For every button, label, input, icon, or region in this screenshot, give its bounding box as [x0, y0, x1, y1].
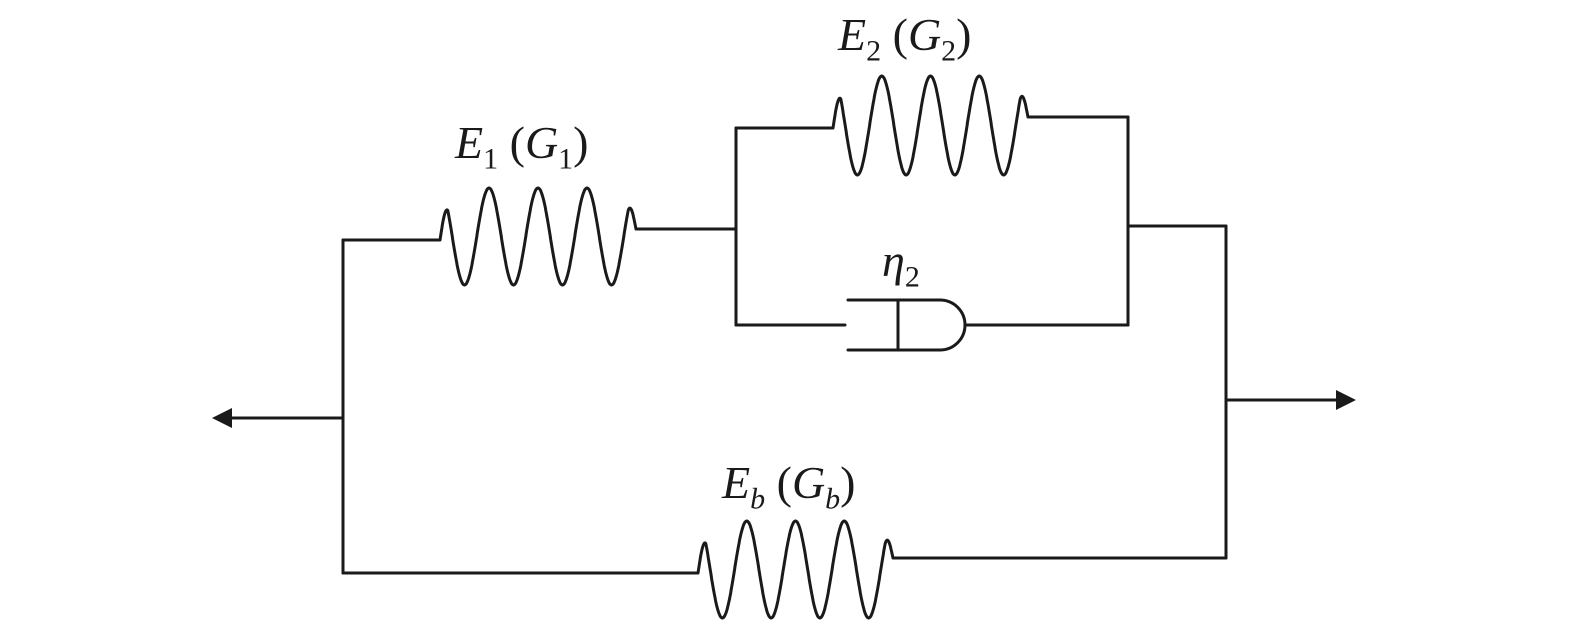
label-eb: Eb (Gb)	[722, 457, 856, 516]
dashpot-cylinder	[846, 298, 967, 352]
left-arrow-head	[212, 408, 232, 428]
label-eta2: η2	[882, 235, 920, 294]
label-e2: E2 (G2)	[838, 9, 972, 68]
label-e1: E1 (G1)	[455, 117, 589, 176]
spring-eb	[696, 519, 895, 620]
spring-e2	[831, 74, 1030, 177]
spring-e1	[438, 186, 638, 287]
right-arrow-head	[1336, 390, 1356, 410]
